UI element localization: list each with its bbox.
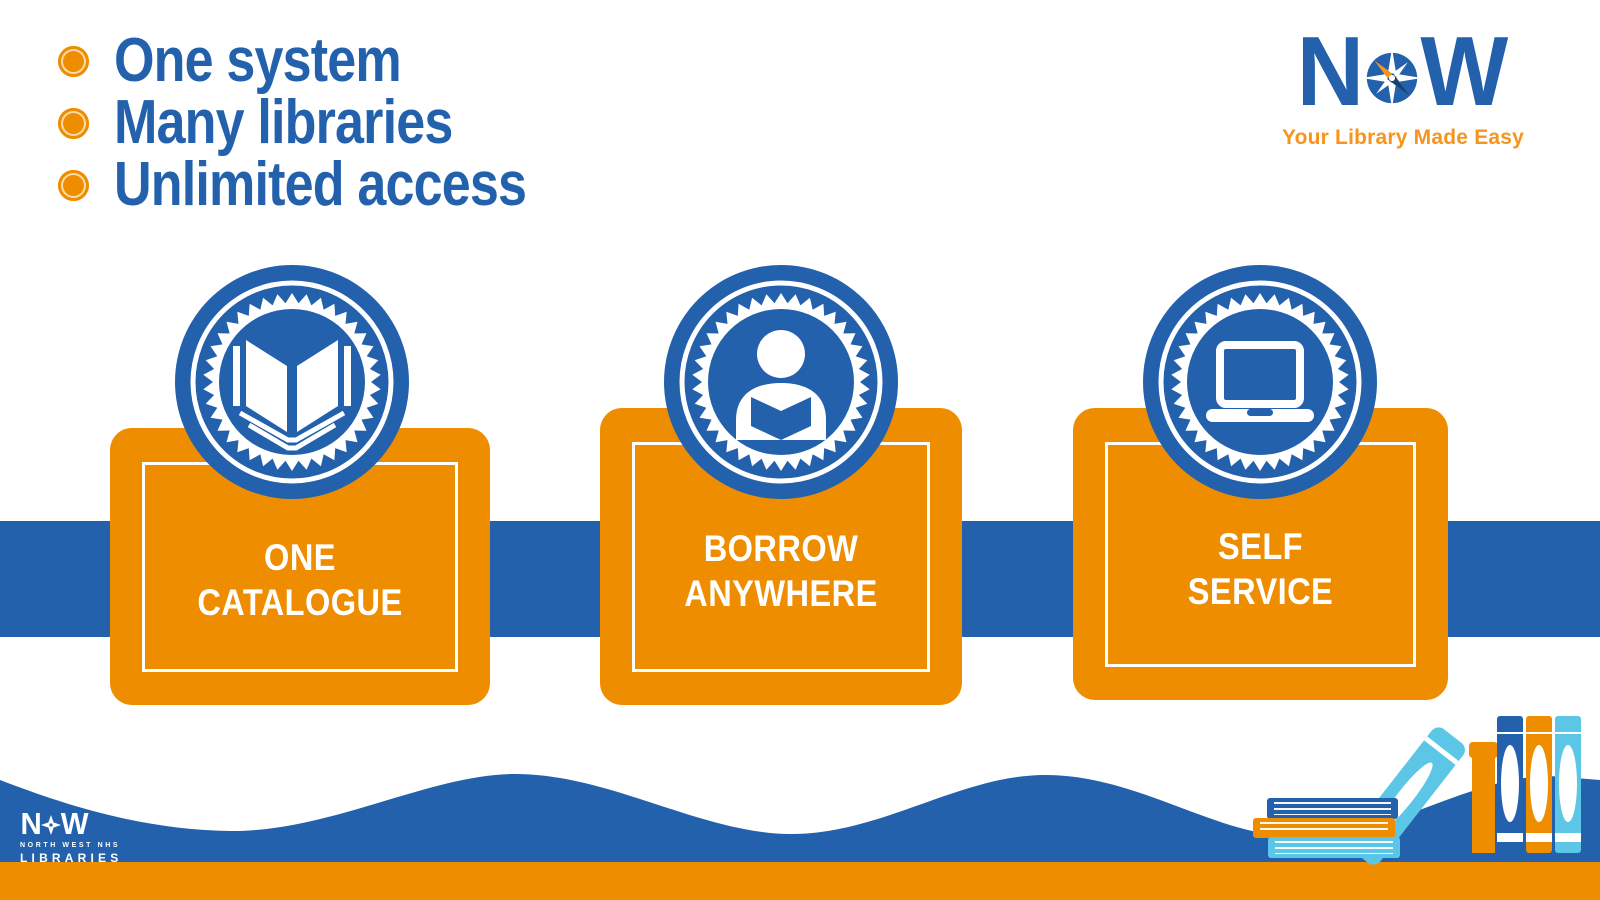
standing-book — [1555, 716, 1581, 853]
bullet-dot-icon — [58, 45, 89, 77]
logo-tagline: Your Library Made Easy — [1281, 126, 1525, 149]
bottom-orange-strip — [0, 862, 1600, 900]
footer-logo-letter-n: N — [20, 806, 42, 841]
small-compass-icon — [41, 815, 62, 835]
compass-icon — [1362, 47, 1423, 109]
bullet-item: One system — [58, 30, 605, 92]
laptop-badge-icon — [1143, 265, 1377, 499]
stacked-book — [1268, 837, 1400, 858]
standing-book — [1526, 716, 1552, 853]
logo-letter-w: W — [1420, 16, 1509, 126]
card-label-line2: CATALOGUE — [197, 582, 403, 624]
footer-logo-title: LIBRARIES — [20, 851, 123, 865]
brand-logo-wordmark: N W — [1258, 22, 1548, 120]
bullet-dot-icon — [58, 107, 89, 139]
card-label: BORROW ANYWHERE — [600, 526, 962, 616]
footer-logo-letter-w: W — [61, 806, 89, 841]
bullet-label: One system — [114, 26, 402, 95]
bullet-item: Many libraries — [58, 92, 605, 154]
card-label-line1: SELF — [1218, 525, 1303, 567]
bullet-item: Unlimited access — [58, 154, 605, 216]
books-illustration — [1220, 690, 1600, 869]
standing-book — [1472, 748, 1495, 853]
card-label: SELF SERVICE — [1073, 524, 1448, 614]
card-label-line1: BORROW — [703, 528, 859, 570]
footer-logo-wordmark: N W — [20, 808, 122, 839]
card-label-line1: ONE — [264, 537, 336, 579]
footer-logo-subtitle: NORTH WEST NHS — [20, 842, 121, 849]
open-book-badge-icon — [175, 265, 409, 499]
bullet-dot-icon — [58, 169, 89, 201]
footer-logo: N W NORTH WEST NHS LIBRARIES — [20, 808, 122, 865]
stacked-book — [1253, 818, 1395, 838]
card-label-line2: SERVICE — [1187, 570, 1334, 612]
standing-book — [1497, 716, 1523, 853]
stacked-book — [1267, 798, 1398, 819]
reader-badge-icon — [664, 265, 898, 499]
bullet-label: Many libraries — [114, 88, 453, 157]
bullet-label: Unlimited access — [114, 150, 527, 219]
headline-bullet-list: One system Many libraries Unlimited acce… — [58, 30, 605, 216]
card-label: ONE CATALOGUE — [110, 535, 490, 625]
logo-letter-n: N — [1297, 16, 1365, 126]
brand-logo: N W — [1258, 22, 1548, 150]
card-label-line2: ANYWHERE — [684, 573, 878, 615]
